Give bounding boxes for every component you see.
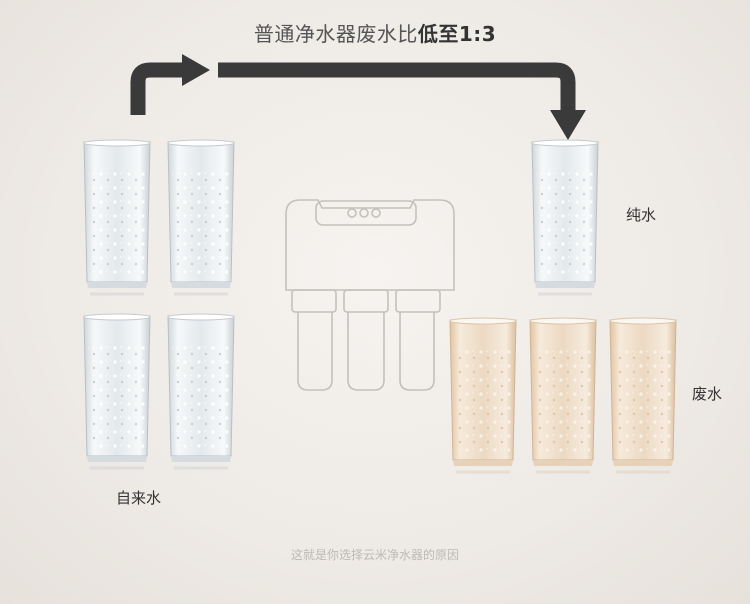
pure-water-glasses xyxy=(530,138,600,296)
pure-water-glass xyxy=(530,138,600,296)
tap-water-glass xyxy=(82,312,152,470)
footer-caption: 这就是你选择云米净水器的原因 xyxy=(290,548,459,562)
page-title: 普通净水器废水比低至1:3 xyxy=(0,18,750,47)
label-tap-water: 自来水 xyxy=(116,489,162,507)
tap-water-glass xyxy=(166,312,236,470)
title-emphasis: 低至1:3 xyxy=(417,22,497,46)
waste-water-glass xyxy=(608,316,678,474)
waste-water-glass xyxy=(528,316,598,474)
water-purifier-icon xyxy=(285,199,455,391)
waste-water-glasses xyxy=(448,316,678,474)
label-pure-water: 纯水 xyxy=(626,206,657,224)
title-main: 普通净水器废水比 xyxy=(253,22,418,46)
tap-water-glass xyxy=(166,138,236,296)
waste-water-glass xyxy=(448,316,518,474)
tap-water-glasses xyxy=(82,138,236,470)
tap-water-glass xyxy=(82,138,152,296)
label-waste-water: 废水 xyxy=(692,385,723,403)
flow-arrow xyxy=(130,54,586,140)
